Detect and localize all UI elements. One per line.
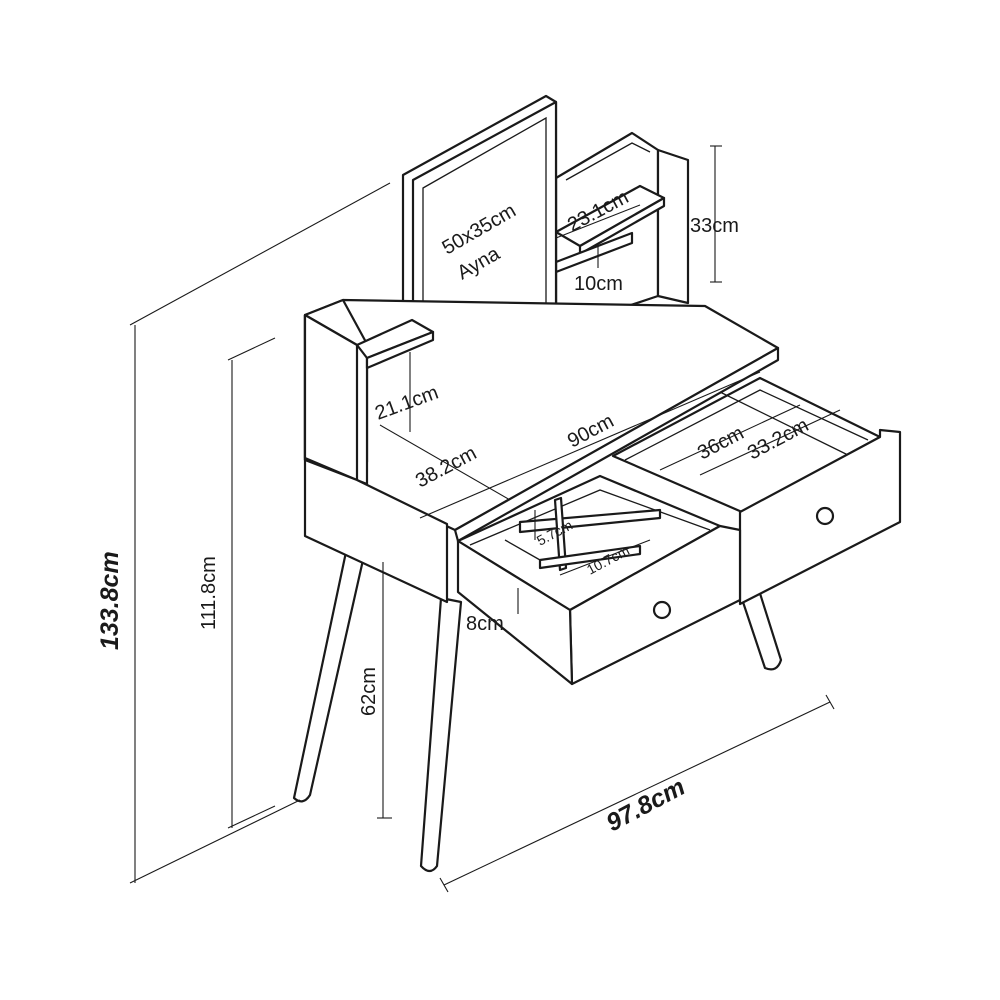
label-drawer-height: 8cm bbox=[466, 613, 504, 635]
label-leg-height: 62cm bbox=[358, 667, 380, 716]
upper-hutch bbox=[554, 131, 690, 324]
left-drawer bbox=[456, 474, 742, 686]
label-total-height: 133.8cm bbox=[96, 551, 124, 650]
label-table-height: 111.8cm bbox=[198, 556, 220, 630]
label-shelf-gap: 10cm bbox=[574, 273, 623, 295]
dimension-lines bbox=[129, 145, 841, 893]
label-overall-width: 97.8cm bbox=[602, 773, 690, 838]
right-drawer bbox=[611, 376, 902, 606]
label-upper-height: 33cm bbox=[690, 215, 739, 237]
left-side-unit bbox=[303, 298, 449, 604]
